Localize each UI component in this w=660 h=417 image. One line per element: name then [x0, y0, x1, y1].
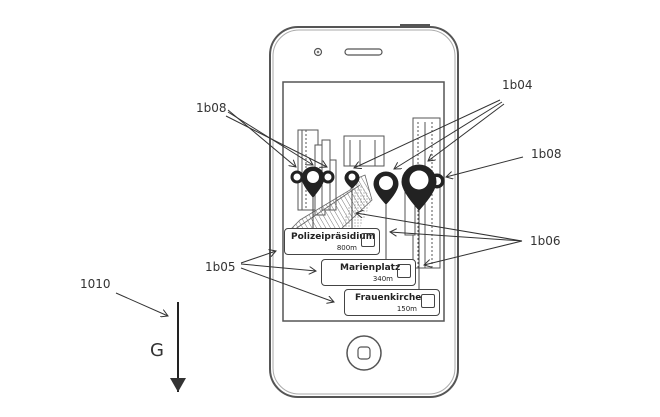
- leader-lines-1b08-left: [225, 109, 327, 167]
- ref-label-1010: 1010: [80, 277, 111, 291]
- pin-small-left: [290, 170, 304, 184]
- leader-line-1010: [115, 292, 168, 316]
- poi-distance: 800m: [336, 244, 357, 252]
- speaker-grille: [344, 48, 383, 56]
- front-camera-icon: [313, 47, 323, 57]
- leader-lines-1b04: [354, 99, 505, 169]
- ref-label-1b05: 1b05: [205, 260, 236, 274]
- leader-lines-1b05: [240, 251, 334, 302]
- home-button-icon: [357, 346, 371, 360]
- poi-distance: 340m: [372, 275, 393, 283]
- gravity-label: G: [150, 340, 164, 361]
- ref-label-1b08-right: 1b08: [531, 147, 562, 161]
- poi-card[interactable]: Marienplatz 340m: [321, 259, 416, 286]
- home-button[interactable]: [346, 335, 382, 371]
- poi-card[interactable]: Polizeipräsidium 800m: [284, 228, 380, 255]
- poi-checkbox[interactable]: [361, 233, 375, 247]
- poi-checkbox[interactable]: [421, 294, 435, 308]
- leader-line-1b08-right: [446, 156, 524, 177]
- poi-name: Marienplatz: [340, 263, 401, 273]
- ref-label-1b04: 1b04: [502, 78, 533, 92]
- map-pins: [290, 164, 445, 292]
- poi-checkbox[interactable]: [397, 264, 411, 278]
- ref-label-1b08-left: 1b08: [196, 101, 227, 115]
- pin-small-left-2: [321, 170, 335, 184]
- pin-large-right: [401, 164, 437, 292]
- leader-lines-1b06: [356, 213, 523, 265]
- poi-name: Frauenkirche: [355, 293, 422, 303]
- pin-medium-right: [373, 171, 399, 262]
- pin-large-left: [301, 166, 325, 198]
- ref-label-1b06: 1b06: [530, 234, 561, 248]
- poi-name: Polizeipräsidium: [291, 232, 376, 242]
- poi-distance: 150m: [396, 305, 417, 313]
- poi-card[interactable]: Frauenkirche 150m: [344, 289, 440, 316]
